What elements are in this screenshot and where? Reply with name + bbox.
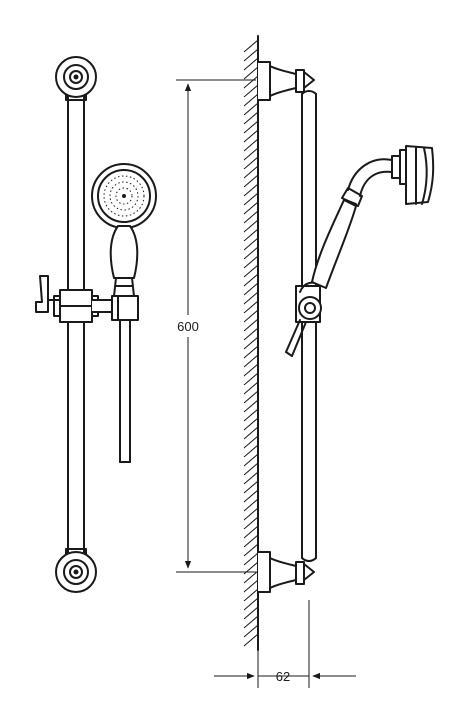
- side-hose: [285, 319, 307, 357]
- wall-hatch-line: [243, 543, 259, 557]
- wall-hatch-line: [243, 417, 259, 431]
- wall-hatch-line: [243, 471, 259, 485]
- wall-hatch-line: [243, 66, 259, 80]
- wall-hatch-line: [243, 507, 259, 521]
- wall-hatch-line: [243, 399, 259, 413]
- side-slider: [295, 281, 322, 323]
- wall-hatch-line: [243, 489, 259, 503]
- wall-hatch-line: [243, 426, 259, 440]
- wall-hatch-line: [243, 255, 259, 269]
- wall-hatch-line: [243, 336, 259, 350]
- wall-hatch-line: [243, 246, 259, 260]
- wall-hatch-line: [243, 282, 259, 296]
- wall-hatch-line: [243, 102, 259, 116]
- wall-hatch-line: [243, 120, 259, 134]
- wall-hatch-line: [243, 588, 259, 602]
- wall-hatch-line: [243, 516, 259, 530]
- side-shower-handle: [311, 187, 363, 289]
- wall-hatch-line: [243, 435, 259, 449]
- wall-hatch-line: [243, 345, 259, 359]
- wall-hatch-line: [243, 138, 259, 152]
- wall-hatch-line: [243, 273, 259, 287]
- wall-hatch-line: [243, 75, 259, 89]
- wall-hatch-line: [243, 444, 259, 458]
- wall-hatch-line: [243, 39, 259, 53]
- side-view: 62: [214, 35, 435, 688]
- wall-hatch-line: [243, 453, 259, 467]
- side-shower-neck: [347, 158, 393, 197]
- wall-hatch-line: [243, 615, 259, 629]
- front-shower-head: [91, 163, 157, 229]
- wall-hatch-line: [243, 525, 259, 539]
- wall-hatch-line: [243, 309, 259, 323]
- wall-hatch-line: [243, 129, 259, 143]
- wall-hatch-line: [243, 363, 259, 377]
- front-view: [35, 56, 157, 593]
- wall-hatch-line: [243, 156, 259, 170]
- wall-hatch-line: [243, 552, 259, 566]
- wall-hatch-line: [243, 534, 259, 548]
- wall-hatch-line: [243, 381, 259, 395]
- wall-hatch-line: [243, 633, 259, 647]
- depth-dimension-label: 62: [276, 669, 290, 684]
- wall-hatch-line: [243, 183, 259, 197]
- wall-hatch-line: [243, 291, 259, 305]
- front-shower-handle: [109, 225, 139, 297]
- wall-hatch-line: [243, 210, 259, 224]
- wall-hatch-line: [243, 561, 259, 575]
- wall-hatch-line: [243, 390, 259, 404]
- wall-hatch-line: [243, 327, 259, 341]
- side-bottom-mount: [257, 551, 315, 593]
- wall-hatch-line: [243, 201, 259, 215]
- wall-hatch-line: [243, 318, 259, 332]
- wall-hatch-line: [243, 498, 259, 512]
- wall-hatch-line: [243, 408, 259, 422]
- wall-hatch-line: [243, 192, 259, 206]
- side-rail: [301, 90, 317, 562]
- wall-hatch-line: [243, 264, 259, 278]
- wall-hatch-line: [243, 48, 259, 62]
- wall-hatch-line: [243, 597, 259, 611]
- front-hose: [119, 319, 131, 463]
- wall-hatch-line: [243, 579, 259, 593]
- wall-hatch-line: [243, 624, 259, 638]
- wall-hatch-line: [243, 228, 259, 242]
- side-shower-head: [391, 145, 435, 205]
- height-dimension: 600: [172, 79, 256, 573]
- wall-hatch-line: [243, 174, 259, 188]
- front-slider: [35, 275, 139, 323]
- depth-dimension: 62: [214, 600, 356, 688]
- wall-hatch-line: [243, 237, 259, 251]
- front-rail: [67, 91, 85, 556]
- wall-hatch-line: [243, 93, 259, 107]
- height-dimension-label: 600: [177, 319, 199, 334]
- wall-hatch-line: [243, 165, 259, 179]
- front-bottom-bracket: [55, 548, 97, 593]
- wall-hatch-line: [243, 57, 259, 71]
- wall-hatch-line: [243, 147, 259, 161]
- wall-hatch-line: [243, 570, 259, 584]
- wall-hatch-line: [243, 354, 259, 368]
- wall-hatch-line: [243, 462, 259, 476]
- wall-hatch-line: [243, 219, 259, 233]
- side-top-mount: [257, 61, 315, 101]
- wall-hatch-line: [243, 84, 259, 98]
- wall-hatch-line: [243, 480, 259, 494]
- wall: [243, 35, 259, 651]
- wall-hatch-line: [243, 111, 259, 125]
- wall-hatch-line: [243, 372, 259, 386]
- front-top-bracket: [55, 56, 97, 101]
- wall-hatch-line: [243, 606, 259, 620]
- wall-hatch-line: [243, 300, 259, 314]
